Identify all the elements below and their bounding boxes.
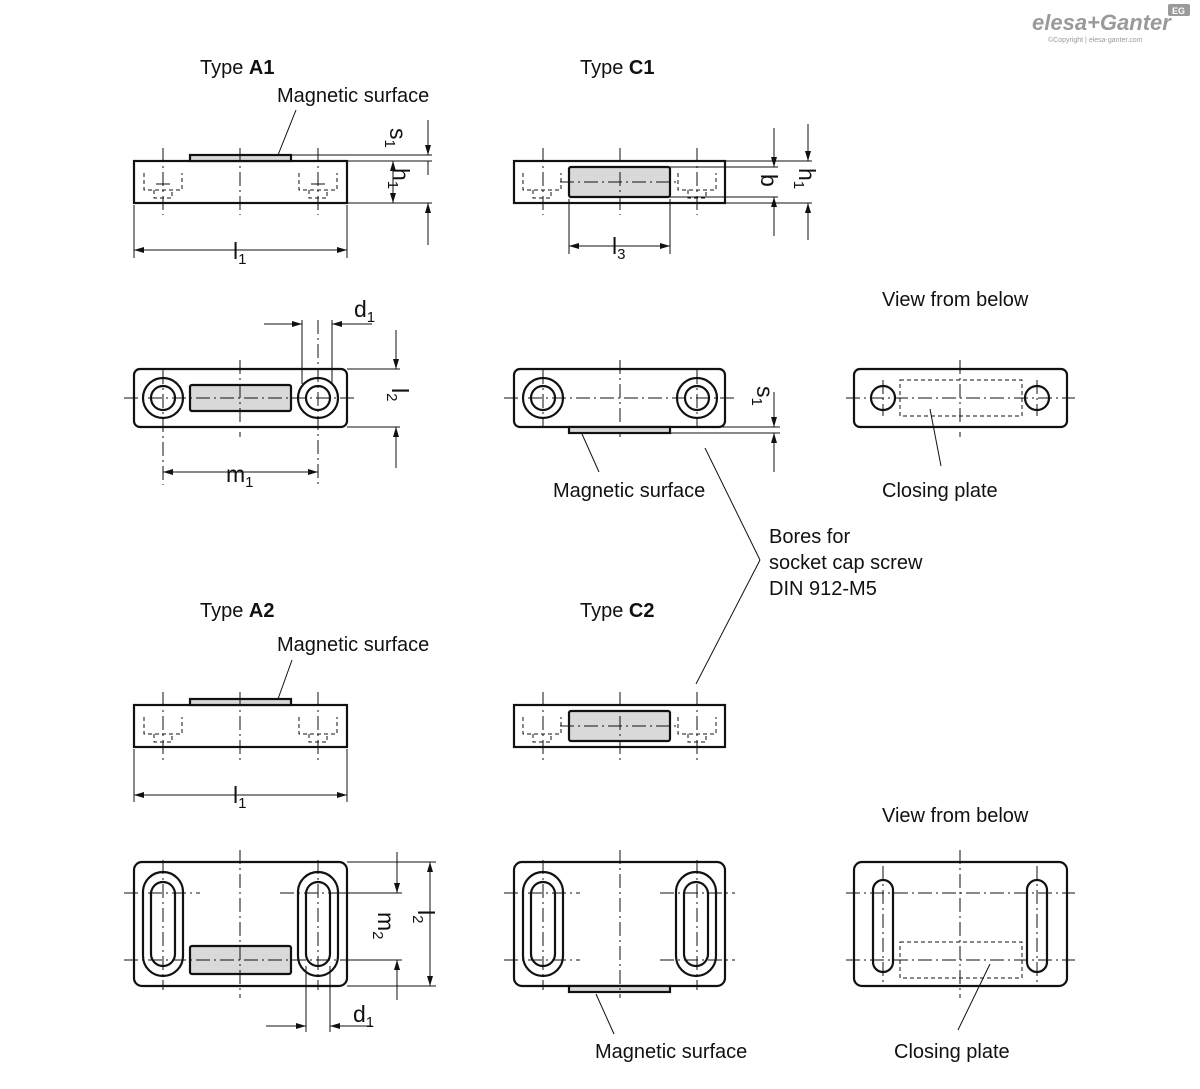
c1-magnetic-surface-label: Magnetic surface [553, 480, 705, 502]
c2-view-from-below-label: View from below [882, 805, 1029, 827]
c2-closing-plate-label: Closing plate [894, 1041, 1010, 1063]
brand-badge-box [1168, 4, 1190, 16]
a1-dim-l2: l2 [383, 388, 413, 401]
brand-logo: elesa+Ganter ©Copyright | elesa-ganter.c… [1032, 4, 1190, 44]
c2-side-view [512, 692, 727, 760]
a1-dim-m1: m1 [226, 461, 254, 491]
c1-dim-s1: s1 [748, 386, 778, 406]
c1-view-from-below-label: View from below [882, 289, 1029, 311]
a2-dim-d1: d1 [353, 1001, 374, 1031]
c1-top-view [504, 360, 780, 473]
c1-view-from-below [846, 360, 1075, 467]
type-c2-label: Type C2 [580, 600, 655, 622]
type-a2-label: Type A2 [200, 600, 275, 622]
a1-top-view [124, 320, 400, 485]
bores-label: Bores for socket cap screw DIN 912-M5 [769, 526, 928, 600]
type-a1-label: Type A1 [200, 57, 275, 79]
a2-dim-m2: m2 [369, 912, 399, 940]
c2-top-view [504, 850, 735, 1035]
brand-badge: EG [1172, 6, 1185, 16]
c2-view-from-below [846, 850, 1075, 1031]
a2-top-view [124, 850, 436, 1032]
a1-dim-l1: l1 [233, 238, 246, 268]
a2-dim-l1: l1 [233, 782, 246, 812]
c1-dim-l3: l3 [612, 233, 625, 263]
a2-magnetic-surface-label: Magnetic surface [277, 634, 429, 656]
a1-dim-h1: h1 [384, 168, 414, 189]
a1-side-view [132, 109, 432, 258]
c1-closing-plate-label: Closing plate [882, 480, 998, 502]
a2-dim-l2: l2 [409, 910, 439, 923]
a1-dim-s1: s1 [381, 128, 411, 148]
type-c1-label: Type C1 [580, 57, 655, 79]
c1-dim-h1: h1 [790, 168, 820, 189]
a1-dim-d1: d1 [354, 296, 375, 326]
c1-dim-b: b [756, 174, 782, 187]
brand-name: elesa+Ganter [1032, 10, 1172, 35]
a1-magnetic-surface-label: Magnetic surface [277, 85, 429, 107]
bores-leader [695, 447, 761, 685]
brand-copyright: ©Copyright | elesa-ganter.com [1048, 36, 1143, 44]
c2-magnetic-surface-label: Magnetic surface [595, 1041, 747, 1063]
a2-side-view [132, 659, 349, 802]
c1-side-view [512, 124, 812, 254]
